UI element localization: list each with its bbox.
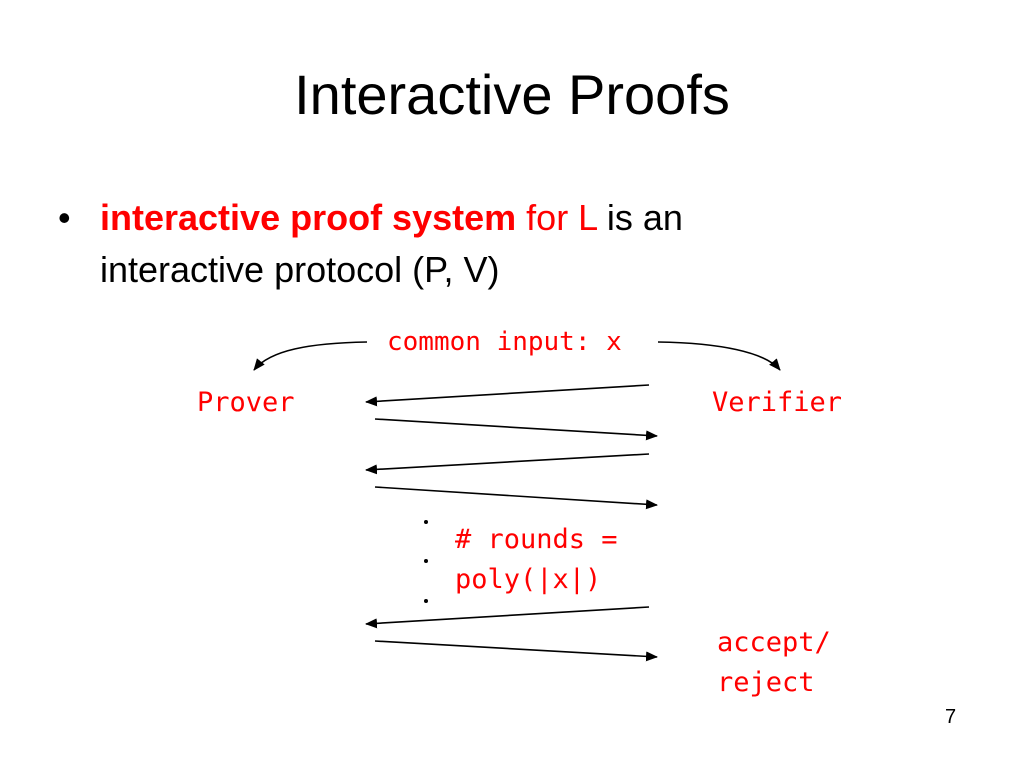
page-number: 7 bbox=[945, 706, 957, 728]
bullet-marker: • bbox=[58, 197, 71, 238]
rounds-label-line1: # rounds = bbox=[455, 524, 618, 555]
verifier-label: Verifier bbox=[712, 387, 843, 418]
ellipsis-dot bbox=[424, 559, 428, 563]
common-input-arrow-to-prover bbox=[253, 341, 368, 371]
outcome-label-line1: accept/ bbox=[717, 627, 831, 658]
bullet-rest-line1: is an bbox=[596, 197, 683, 238]
common-input-arrow-to-verifier bbox=[657, 341, 781, 371]
ellipsis-dot bbox=[424, 520, 428, 524]
bullet-term: interactive proof system bbox=[100, 197, 517, 238]
bullet-for-text: for L bbox=[526, 197, 597, 238]
message-arrow-p-to-v-2 bbox=[374, 486, 658, 510]
slide-title: Interactive Proofs bbox=[294, 63, 730, 126]
message-arrow-v-to-p-3 bbox=[365, 606, 650, 629]
outcome-label-line2: reject bbox=[717, 667, 815, 698]
rounds-label-line2: poly(|x|) bbox=[455, 564, 602, 595]
message-arrow-p-to-v-3 bbox=[374, 640, 658, 662]
common-input-label: common input: x bbox=[387, 327, 622, 357]
bullet-text: interactive proof system for L is an int… bbox=[100, 192, 960, 296]
ellipsis-dot bbox=[424, 599, 428, 603]
message-arrow-p-to-v-1 bbox=[374, 418, 658, 441]
message-arrow-v-to-p-2 bbox=[365, 453, 650, 475]
prover-label: Prover bbox=[197, 387, 295, 418]
bullet-rest-line2: interactive protocol (P, V) bbox=[100, 249, 500, 290]
message-arrow-v-to-p-1 bbox=[365, 384, 650, 407]
